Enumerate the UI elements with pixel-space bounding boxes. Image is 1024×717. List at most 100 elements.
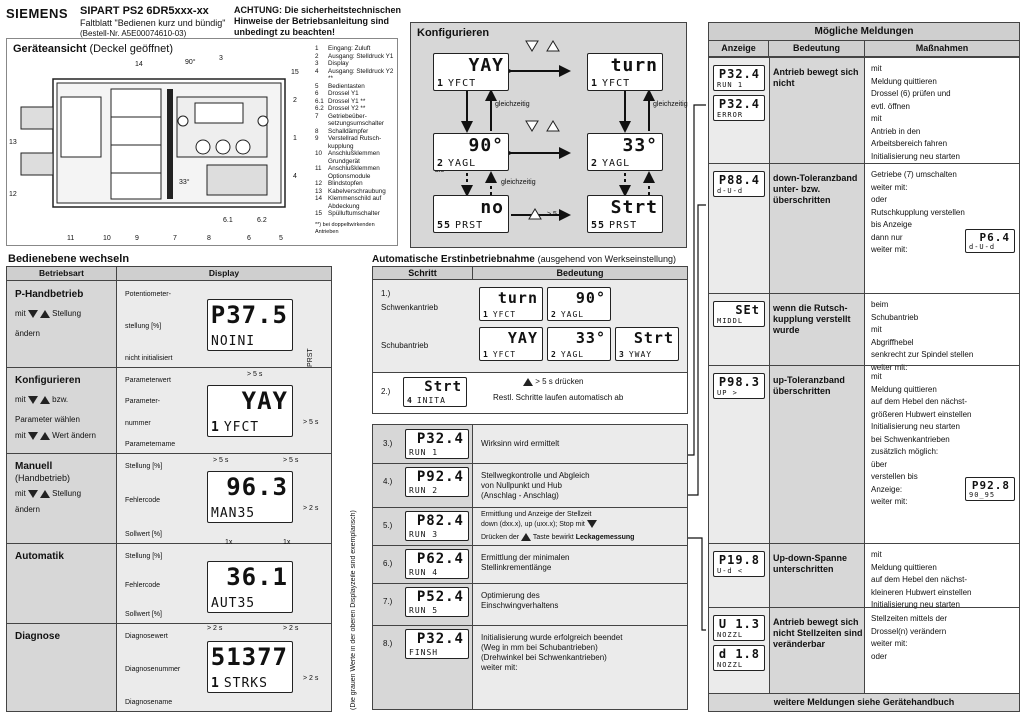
meld-col3: Maßnahmen	[865, 41, 1019, 57]
lcd-text: RUN 1	[409, 448, 439, 457]
lcd-value: P92.8	[971, 479, 1010, 492]
lcd-value: P98.3	[718, 375, 760, 389]
mode-desc-text: mit	[15, 309, 28, 318]
lcd-value: 90°	[575, 289, 606, 307]
exemplary-note: (Die grauen Werte in der oberen Displayz…	[350, 510, 357, 710]
mode-divider	[7, 543, 331, 544]
lcd-label: MAN35	[211, 506, 289, 521]
meld-col2: Bedeutung	[769, 41, 865, 57]
measure-line: Meldung quittieren	[871, 384, 937, 394]
meld-divider	[709, 57, 1019, 58]
mode-divider	[7, 453, 331, 454]
plus-key-icon	[39, 309, 50, 318]
mode-desc-text: Stellung	[49, 309, 82, 318]
callout-14: 14	[135, 61, 143, 68]
plus-key-icon	[39, 431, 50, 440]
display-field-label: Diagnosewert	[125, 633, 168, 640]
step1-schub: Schubantrieb	[381, 341, 429, 350]
callout-9: 9	[135, 235, 139, 242]
mode-side-label: > 2 s	[303, 505, 319, 512]
device-view-panel: Geräteansicht (Deckel geöffnet) 14 90° 3…	[6, 38, 398, 246]
meld-divider	[709, 543, 1019, 544]
lcd-number: 1	[211, 676, 220, 691]
measure-line: mit	[871, 114, 882, 123]
measure-line: Getriebe (7) umschalten	[871, 170, 957, 179]
lcd-value: P32.4	[416, 631, 464, 647]
warning-text: ACHTUNG: Die sicherheitstechnischen Hinw…	[234, 5, 402, 37]
display-field-label: Sollwert [%]	[125, 531, 162, 538]
callout-1: 1	[293, 135, 297, 142]
step-text: Stellwegkontrolle und Abgleich	[481, 471, 590, 480]
lcd-text: RUN 4	[409, 568, 439, 577]
legend-text: Blindstopfen	[328, 180, 363, 187]
legend-text: Anschlußklemmen Optionsmodule	[328, 165, 380, 180]
legend-num: 8	[315, 127, 319, 135]
lcd-value: YAY	[241, 387, 288, 415]
lcd-text: NOINI	[211, 334, 256, 349]
subtitle: Faltblatt "Bedienen kurz und bündig"	[80, 18, 226, 28]
lcd-text: YFCT	[492, 350, 517, 359]
measure-line: oder	[871, 195, 888, 204]
lcd-label: ERROR	[717, 111, 761, 119]
step-text-part: Drücken der	[481, 533, 522, 541]
legend-text: Anschlußklemmen Grundgerät	[328, 150, 380, 165]
transition-label: > 5 s	[213, 457, 229, 464]
legend-num: 9	[315, 135, 319, 142]
lcd-label: NOZZL	[717, 661, 761, 669]
lcd-value: 33°	[622, 135, 658, 156]
step-text: Einschwingverhaltens	[481, 601, 559, 610]
lcd-value: YAY	[468, 55, 504, 76]
bedien-col2: Display	[117, 267, 331, 281]
measure-line: evtl. öffnen	[871, 101, 910, 111]
legend-num: 6	[315, 90, 319, 97]
measure-line: Initialisierung neu starten	[871, 151, 960, 161]
legend-text: Drossel Y2 **	[328, 105, 366, 112]
step-num: 8.)	[383, 639, 393, 648]
lcd-number: 55	[437, 220, 452, 231]
product-title: SIPART PS2 6DR5xxx-xx	[80, 5, 209, 17]
lcd-text: MAN35	[211, 506, 256, 521]
step-text: (Weg in mm bei Schubantrieben)	[481, 643, 598, 652]
lcd-text: YAGL	[560, 350, 585, 359]
device-view-title: Geräteansicht (Deckel geöffnet)	[13, 43, 174, 55]
callout-4: 4	[293, 173, 297, 180]
lcd-label: NOZZL	[717, 631, 761, 639]
lcd-number: 2	[591, 158, 599, 169]
plus-key-icon	[39, 489, 50, 498]
callout-90deg: 90°	[185, 59, 196, 66]
lcd-label: RUN 4	[409, 568, 465, 577]
lcd-value: turn	[497, 289, 538, 307]
lcd-value: P92.4	[416, 469, 464, 485]
measure-line: Abgriffhebel	[871, 337, 914, 347]
legend-num: 7	[315, 112, 319, 120]
legend-text: Verstellrad Rutsch-kupplung	[328, 135, 382, 150]
lcd-value: 33°	[575, 329, 606, 347]
measure-line: Initialisierung neu starten	[871, 422, 960, 431]
transition-label: > 5 s	[283, 457, 299, 464]
measure-line: mit	[871, 325, 882, 334]
lcd-number: 1	[437, 78, 445, 89]
lcd-number: 2	[437, 158, 445, 169]
lcd-label: RUN 1	[409, 448, 465, 457]
callout-2: 2	[293, 97, 297, 104]
lcd-label: RUN 5	[409, 606, 465, 615]
step-text: Initialisierung wurde erfolgreich beende…	[481, 633, 623, 642]
meld-divider	[709, 163, 1019, 164]
meld-meaning: wenn die Rutsch-kupplung verstellt wurde	[773, 303, 851, 335]
lcd-number: 3	[619, 350, 625, 359]
lcd-number: 1	[591, 78, 599, 89]
lcd-number: 1	[483, 310, 489, 319]
